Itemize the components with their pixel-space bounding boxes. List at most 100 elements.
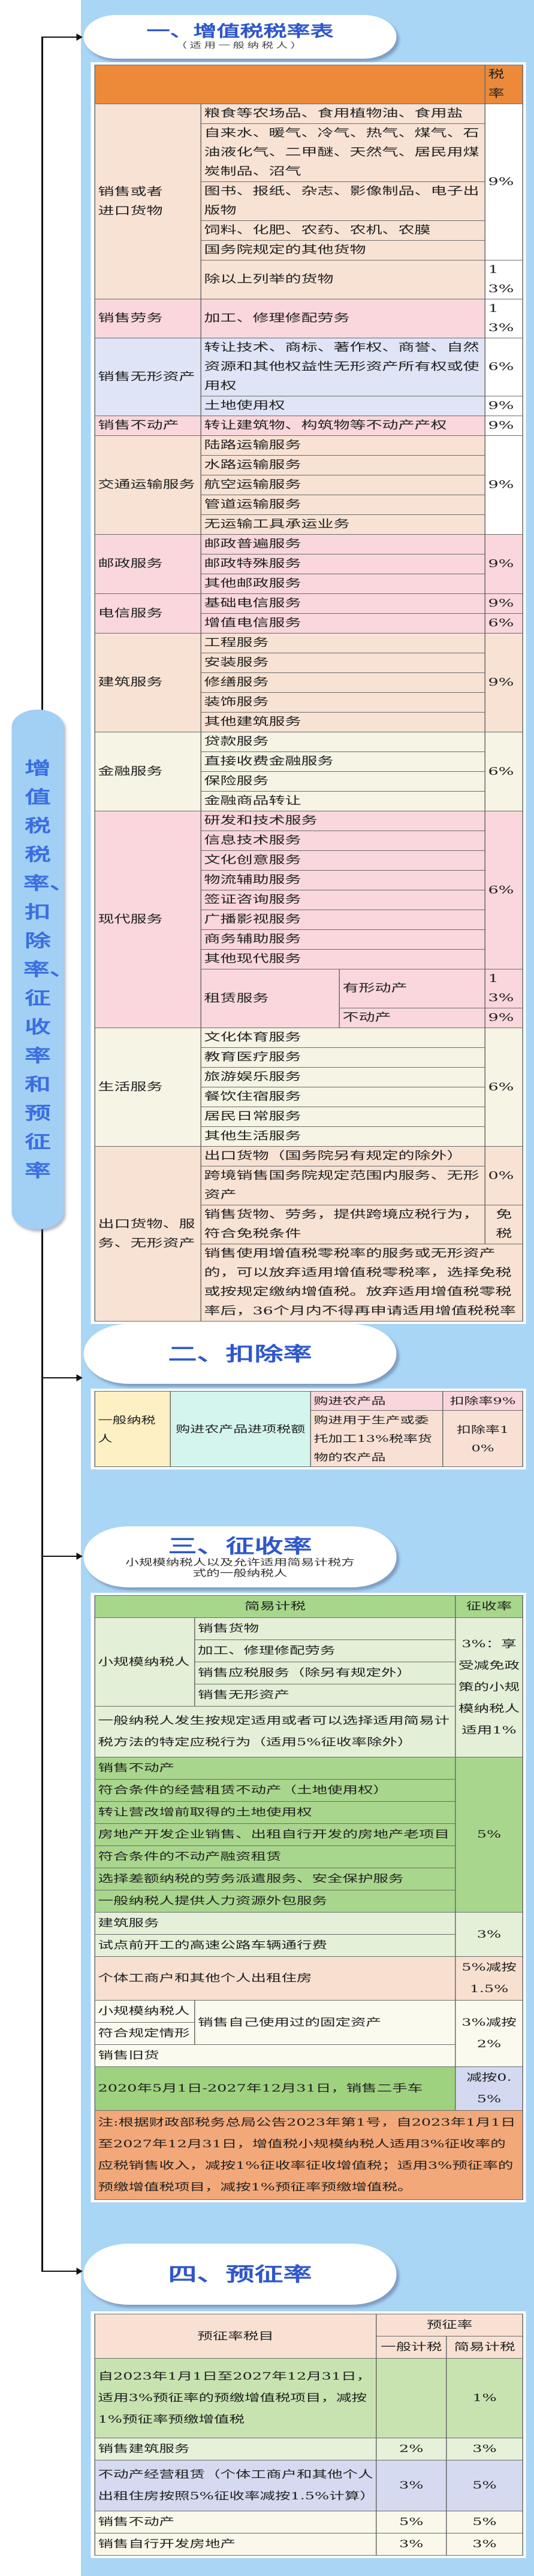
category-cell: 销售劳务 [94, 299, 201, 338]
item-cell: 除以上列举的货物 [200, 260, 486, 299]
table-header: 一般计税简易计税 [95, 2336, 523, 2359]
item-cell: 直接收费金融服务 [200, 751, 486, 772]
item-cell: 个体工商户和其他个人出租住房 [94, 1956, 456, 2001]
table-row: 餐饮住宿服务 [95, 1087, 523, 1107]
item-cell: 出口货物（国务院另有规定的除外） [200, 1146, 486, 1166]
table-row: 出口货物、服务、无形资产出口货物（国务院另有规定的除外）0% [94, 1146, 524, 1322]
table-row: 安装服务 [95, 653, 523, 673]
table-row: 商务辅助服务 [95, 929, 523, 950]
category-cell: 出口货物、服务、无形资产 [94, 1146, 201, 1322]
arrow-icon [41, 2268, 83, 2275]
item-cell: 一般纳税人提供人力资源外包服务 [94, 1890, 456, 1913]
item-cell: 航空运输服务 [200, 475, 486, 495]
table-row: 跨境销售国务院规定范围内服务、无形资产 [95, 1166, 523, 1205]
rate-cell: 扣除率10% [442, 1410, 523, 1467]
category-cell: 建筑服务 [94, 633, 201, 732]
item-cell: 一般纳税人发生按规定适用或者可以选择适用简易计税方法的特定应税行为（适用5%征收… [94, 1706, 456, 1757]
table-row: 符合条件的不动产融资租赁 [94, 1845, 523, 1868]
rate-cell: 9% [484, 593, 524, 614]
rate-cell: 3% [376, 2533, 447, 2556]
item-cell: 邮政普遍服务 [200, 534, 486, 554]
rate-cell: 减按0.5% [455, 2066, 523, 2111]
table-header: 简易计税征收率 [94, 1595, 523, 1618]
category-cell: 销售或者 进口货物 [94, 104, 201, 299]
rate-cell: 13% [484, 969, 524, 1008]
section2-title: 二、扣除率 [168, 1342, 312, 1365]
sidebar-title-bubble: 增值税税率、扣除率、征收率和预征率 [11, 710, 76, 1229]
item-cell: 水路运输服务 [200, 455, 486, 475]
table-row: 2020年5月1日-2027年12月31日，销售二手车减按0.5% [94, 2066, 523, 2111]
section2: 二、扣除率 一般纳税人 购进农产品进项税额 购进农产品 扣除率9% 购进用于生产… [0, 1324, 534, 1526]
section1-title: 一、增值税税率表 [146, 22, 334, 41]
rate-cell: 6% [484, 338, 524, 396]
rate-cell: 13% [484, 260, 524, 299]
item-cell: 陆路运输服务 [200, 435, 486, 456]
item-cell: 选择差额纳税的劳务派遣服务、安全保护服务 [94, 1868, 456, 1890]
table-row: 不动产经营租赁（个体工商户和其他个人出租住房按照5%征收率减按1.5%计算）3%… [94, 2460, 523, 2511]
category-cell: 符合规定情形 [94, 2022, 195, 2045]
table-row: 加工、修理修配劳务 [95, 1639, 523, 1662]
rate-cell: 9% [484, 1008, 524, 1028]
section2-heading: 二、扣除率 [83, 1324, 397, 1384]
item-cell: 销售应税服务（除另有规定外） [194, 1662, 456, 1684]
rate-cell: 3%：享受减免政策的小规模纳税人适用1% [455, 1617, 523, 1757]
item-cell: 自2023年1月1日至2027年12月31日，适用3%预征率的预缴增值税项目，减… [94, 2358, 377, 2438]
header-cell: 预征率税目 [94, 2314, 377, 2359]
note-row: 注:根据财政部税务总局公告2023年第1号，自2023年1月1日至2027年12… [94, 2110, 523, 2200]
item-cell: 教育医疗服务 [200, 1047, 486, 1068]
rate-cell: 6% [484, 732, 524, 811]
item-cell: 物流辅助服务 [200, 870, 486, 890]
note-cell: 销售使用增值税零税率的服务或无形资产的，可以放弃适用增值税零税率，选择免税或按规… [200, 1244, 524, 1322]
rate-cell: 9% [484, 633, 524, 732]
lease-label-cell: 租赁服务 [200, 969, 340, 1028]
item-cell: 签证咨询服务 [200, 890, 486, 910]
section3-heading: 三、征收率 小规模纳税人以及允许适用简易计税方式的一般纳税人 [83, 1526, 397, 1587]
table-row: 签证咨询服务 [95, 890, 523, 910]
table-row: 符合条件的经营租赁不动产（土地使用权） [94, 1779, 523, 1802]
rate-cell: 3%减按2% [455, 2000, 523, 2067]
rate-cell: 2% [376, 2438, 447, 2460]
rate-cell: 5% [376, 2511, 447, 2533]
item-cell: 图书、报纸、杂志、影像制品、电子出版物 [200, 181, 486, 221]
arrow-icon [41, 34, 83, 41]
table-row: 一般纳税人提供人力资源外包服务 [94, 1890, 523, 1913]
item-cell: 转让建筑物、构筑物等不动产产权 [200, 416, 486, 436]
item-cell: 居民日常服务 [200, 1107, 486, 1127]
item-cell: 金融商品转让 [200, 791, 486, 811]
item-cell: 试点前开工的高速公路车辆通行费 [94, 1934, 456, 1957]
table-row: 销售无形资产 [95, 1684, 523, 1707]
table-row: 试点前开工的高速公路车辆通行费 [94, 1934, 523, 1957]
table-row: 保险服务 [95, 771, 523, 792]
arrow-icon [41, 1553, 83, 1560]
section3: 三、征收率 小规模纳税人以及允许适用简易计税方式的一般纳税人 简易计税征收率 小… [0, 1526, 534, 2244]
item-cell: 跨境销售国务院规定范围内服务、无形资产 [200, 1166, 486, 1205]
rate-header: 税率 [484, 65, 524, 104]
table-row: 饲料、化肥、农药、农机、农膜 [95, 220, 523, 241]
header-cell: 简易计税 [446, 2336, 523, 2359]
category-cell: 生活服务 [94, 1028, 201, 1147]
category-cell: 小规模纳税人 [94, 2000, 195, 2023]
table-row: 一般纳税人 购进农产品进项税额 购进农产品 扣除率9% [94, 1391, 523, 1467]
prepay-rate-table: 预征率税目预征率 一般计税简易计税 自2023年1月1日至2027年12月31日… [94, 2314, 523, 2556]
item-cell: 销售不动产 [94, 1757, 456, 1780]
section3-subtitle: 小规模纳税人以及允许适用简易计税方式的一般纳税人 [125, 1557, 355, 1578]
item-cell: 不动产经营租赁（个体工商户和其他个人出租住房按照5%征收率减按1.5%计算） [94, 2460, 377, 2511]
item-cell: 工程服务 [200, 633, 486, 653]
prepay-rate-table-frame: 预征率税目预征率 一般计税简易计税 自2023年1月1日至2027年12月31日… [90, 2311, 526, 2558]
